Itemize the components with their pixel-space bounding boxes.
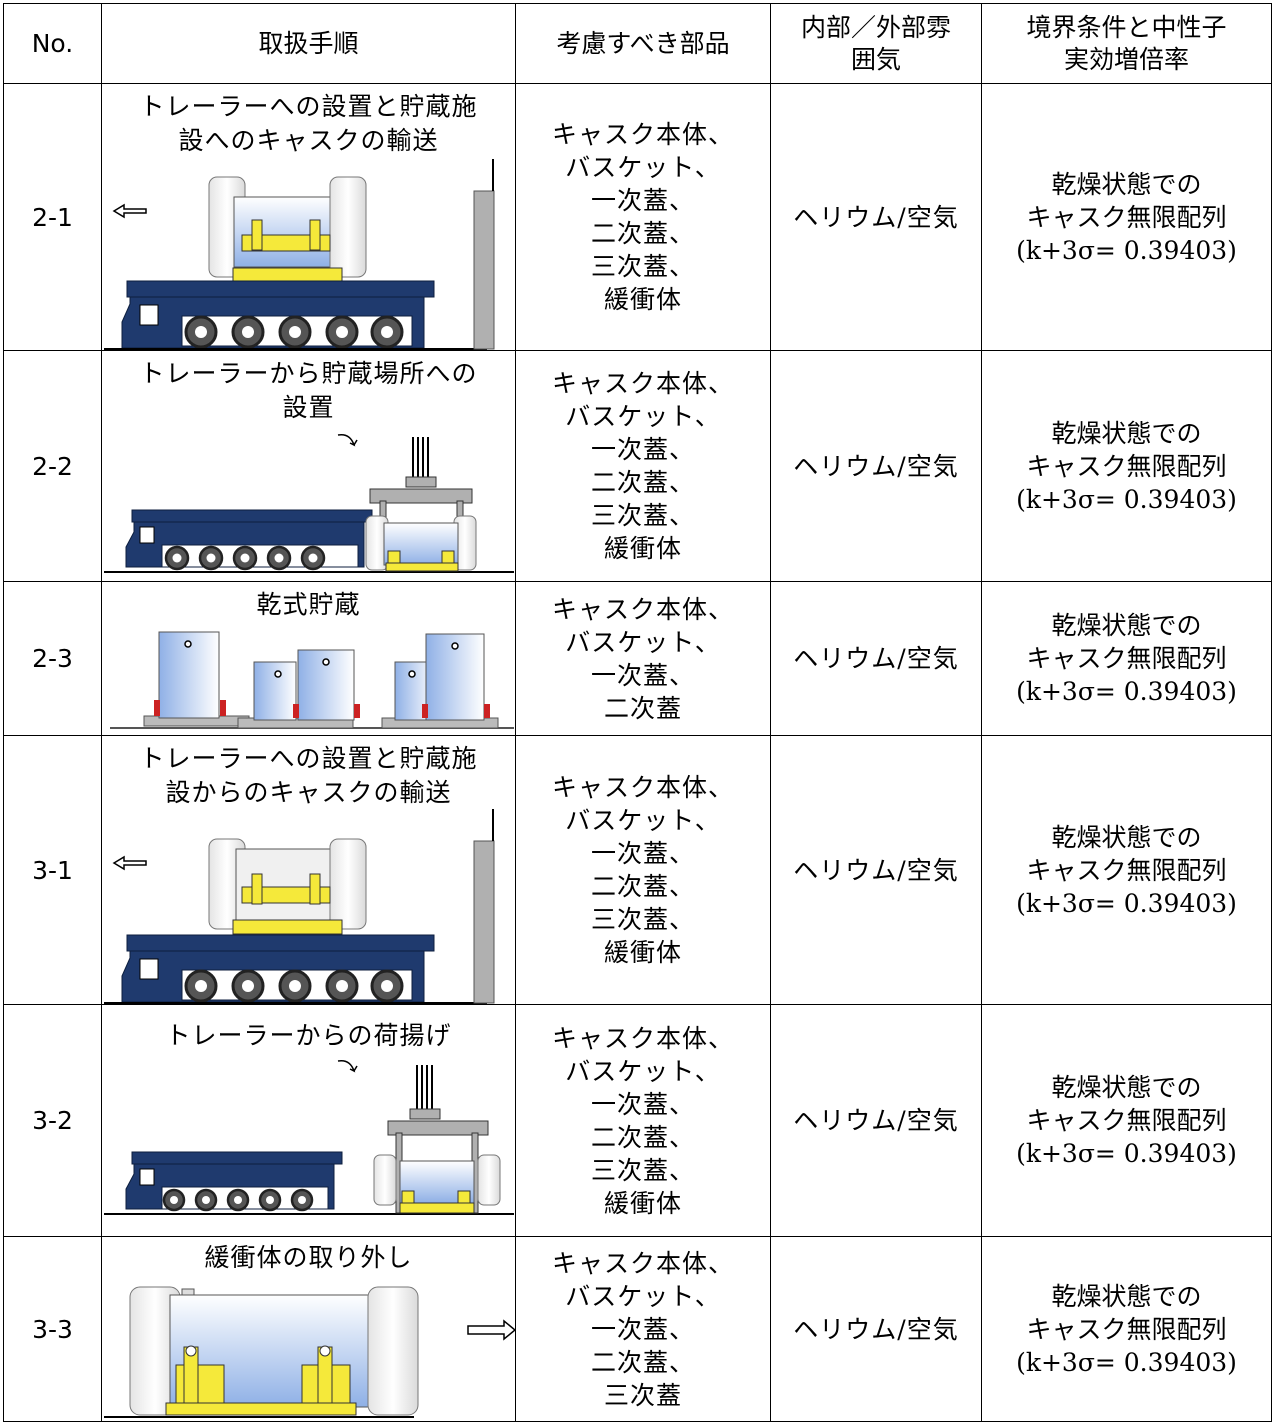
trailer-transport-illustration <box>104 159 495 350</box>
table-row: 3-2 トレーラーからの荷揚げ <box>3 1004 1272 1237</box>
procedure-cell: トレーラーへの設置と貯蔵施 設へのキャスクの輸送 <box>101 83 516 351</box>
trailer-unload-illustration <box>104 433 514 573</box>
cradle-icon <box>165 1345 357 1416</box>
procedure-cell: 緩衝体の取り外し <box>101 1236 516 1422</box>
cradle-icon <box>232 219 343 283</box>
support-red-icon <box>154 700 490 718</box>
procedure-title: トレーラーから貯蔵場所への 設置 <box>139 359 478 422</box>
parts-cell: キャスク本体、 バスケット、 一次蓋、 二次蓋、 三次蓋、 緩衝体 <box>515 350 771 582</box>
cradle-icon <box>385 550 459 572</box>
atmosphere-cell: ヘリウム/空気 <box>770 350 982 582</box>
header-row: No. 取扱手順 考慮すべき部品 内部／外部雰 囲気 境界条件と中性子 実効増倍… <box>3 3 1272 84</box>
atmosphere-cell: ヘリウム/空気 <box>770 1236 982 1422</box>
table-row: 2-1 トレーラーへの設置と貯蔵施 設へのキャスクの輸送 <box>3 83 1272 351</box>
atmosphere-cell: ヘリウム/空気 <box>770 1004 982 1237</box>
curved-arrow-icon <box>337 1059 358 1073</box>
atmosphere-cell: ヘリウム/空気 <box>770 83 982 351</box>
header-procedure: 取扱手順 <box>101 3 516 84</box>
header-parts: 考慮すべき部品 <box>515 3 771 84</box>
procedure-cell: トレーラーへの設置と貯蔵施 設からのキャスクの輸送 <box>101 735 516 1005</box>
table-row: 2-2 トレーラーから貯蔵場所への 設置 <box>3 350 1272 582</box>
bumper-icon <box>365 515 477 571</box>
cask-icon <box>158 631 485 721</box>
row-number: 3-2 <box>3 1004 102 1237</box>
parts-cell: キャスク本体、 バスケット、 一次蓋、 二次蓋、 三次蓋、 緩衝体 <box>515 1004 771 1237</box>
procedure-cell: トレーラーから貯蔵場所への 設置 <box>101 350 516 582</box>
boundary-cell: 乾燥状態での キャスク無限配列 (k+3σ= 0.39403) <box>981 83 1272 351</box>
parts-cell: キャスク本体、 バスケット、 一次蓋、 二次蓋、 三次蓋、 緩衝体 <box>515 735 771 1005</box>
boundary-cell: 乾燥状態での キャスク無限配列 (k+3σ= 0.39403) <box>981 1004 1272 1237</box>
row-number: 2-1 <box>3 83 102 351</box>
parts-cell: キャスク本体、 バスケット、 一次蓋、 二次蓋、 三次蓋、 緩衝体 <box>515 83 771 351</box>
right-arrow-icon <box>467 1319 516 1341</box>
header-atmosphere: 内部／外部雰 囲気 <box>770 3 982 84</box>
cradle-icon <box>399 1190 475 1214</box>
procedure-title: トレーラーからの荷揚げ <box>165 1021 452 1050</box>
procedure-title: 緩衝体の取り外し <box>204 1243 413 1272</box>
trailer-transport-illustration <box>104 809 495 1004</box>
table-row: 3-1 トレーラーへの設置と貯蔵施 設からのキャスクの輸送 <box>3 735 1272 1005</box>
procedure-title: 乾式貯蔵 <box>256 590 361 619</box>
cask-icon <box>235 848 337 922</box>
bumper-right-icon <box>329 838 367 930</box>
header-no: No. <box>3 3 102 84</box>
bumper-right-icon <box>367 1286 419 1416</box>
handling-procedure-table: No. 取扱手順 考慮すべき部品 内部／外部雰 囲気 境界条件と中性子 実効増倍… <box>3 3 1272 1422</box>
row-number: 3-1 <box>3 735 102 1005</box>
parts-cell: キャスク本体、 バスケット、 一次蓋、 二次蓋、 三次蓋 <box>515 1236 771 1422</box>
procedure-cell: 乾式貯蔵 <box>101 581 516 736</box>
bumper-icon <box>373 1154 501 1206</box>
row-number: 3-3 <box>3 1236 102 1422</box>
row-number: 2-2 <box>3 350 102 582</box>
bumper-removal-illustration <box>104 1286 516 1418</box>
building-wall-icon <box>473 159 495 350</box>
boundary-cell: 乾燥状態での キャスク無限配列 (k+3σ= 0.39403) <box>981 581 1272 736</box>
boundary-cell: 乾燥状態での キャスク無限配列 (k+3σ= 0.39403) <box>981 350 1272 582</box>
header-boundary: 境界条件と中性子 実効増倍率 <box>981 3 1272 84</box>
dry-storage-illustration <box>110 631 514 729</box>
building-wall-icon <box>473 809 495 1004</box>
crane-icon <box>387 1065 489 1214</box>
curved-arrow-icon <box>337 433 358 447</box>
procedure-title: トレーラーへの設置と貯蔵施 設へのキャスクの輸送 <box>139 92 478 155</box>
boundary-cell: 乾燥状態での キャスク無限配列 (k+3σ= 0.39403) <box>981 1236 1272 1422</box>
left-arrow-icon <box>112 855 147 871</box>
procedure-cell: トレーラーからの荷揚げ <box>101 1004 516 1237</box>
parts-cell: キャスク本体、 バスケット、 一次蓋、 二次蓋 <box>515 581 771 736</box>
table-row: 3-3 緩衝体の取り外し <box>3 1236 1272 1422</box>
atmosphere-cell: ヘリウム/空気 <box>770 735 982 1005</box>
left-arrow-icon <box>112 203 147 219</box>
procedure-title: トレーラーへの設置と貯蔵施 設からのキャスクの輸送 <box>139 744 478 807</box>
boundary-cell: 乾燥状態での キャスク無限配列 (k+3σ= 0.39403) <box>981 735 1272 1005</box>
trailer-unload-illustration <box>104 1059 514 1215</box>
wheels-icon <box>184 315 404 349</box>
cask-icon <box>233 196 339 268</box>
bumper-right-icon <box>329 176 367 278</box>
row-number: 2-3 <box>3 581 102 736</box>
cradle-icon <box>232 873 343 935</box>
atmosphere-cell: ヘリウム/空気 <box>770 581 982 736</box>
table-row: 2-3 乾式貯蔵 <box>3 581 1272 736</box>
